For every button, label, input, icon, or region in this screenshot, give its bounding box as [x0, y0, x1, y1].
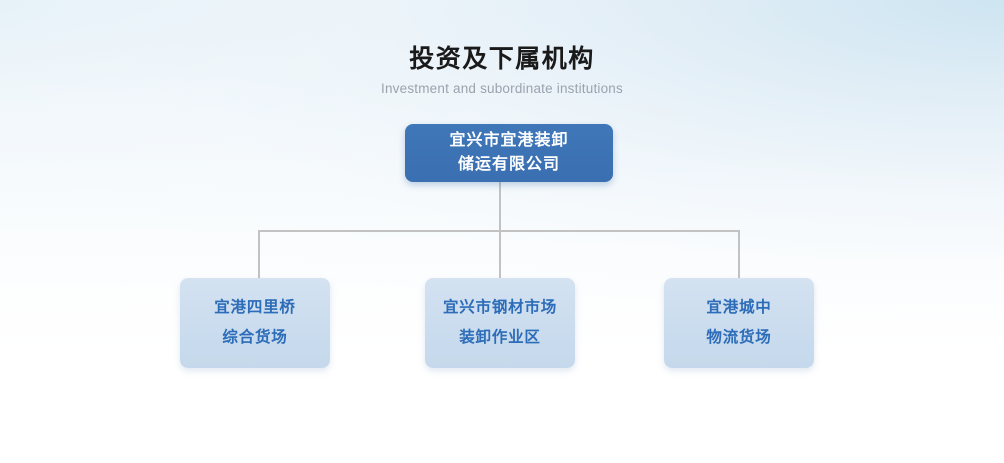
- org-node-child-1-line-1: 宜兴市钢材市场: [442, 299, 558, 316]
- page-subtitle: Investment and subordinate institutions: [381, 81, 623, 96]
- org-node-child-2-line-2: 物流货场: [706, 329, 772, 346]
- org-node-root[interactable]: 宜兴市宜港装卸 储运有限公司: [405, 124, 613, 182]
- org-node-child-1[interactable]: 宜兴市钢材市场 装卸作业区: [425, 278, 575, 368]
- chart-header: 投资及下属机构 Investment and subordinate insti…: [0, 44, 1004, 97]
- org-node-child-0[interactable]: 宜港四里桥 综合货场: [180, 278, 330, 368]
- org-node-child-2-line-1: 宜港城中: [706, 299, 772, 316]
- org-node-child-0-line-1: 宜港四里桥: [214, 299, 296, 316]
- org-node-child-0-line-2: 综合货场: [222, 329, 288, 346]
- connector-drop-child-0: [258, 230, 260, 278]
- connector-drop-child-2: [738, 230, 740, 278]
- org-node-root-line-2: 储运有限公司: [457, 156, 560, 173]
- org-node-root-line-1: 宜兴市宜港装卸: [449, 132, 569, 149]
- org-node-child-2[interactable]: 宜港城中 物流货场: [664, 278, 814, 368]
- page-title: 投资及下属机构: [409, 45, 595, 73]
- org-node-child-1-line-2: 装卸作业区: [459, 329, 541, 346]
- connector-horizontal-bus: [258, 230, 740, 232]
- connector-root-stem: [499, 182, 501, 232]
- connector-drop-child-1: [499, 230, 501, 278]
